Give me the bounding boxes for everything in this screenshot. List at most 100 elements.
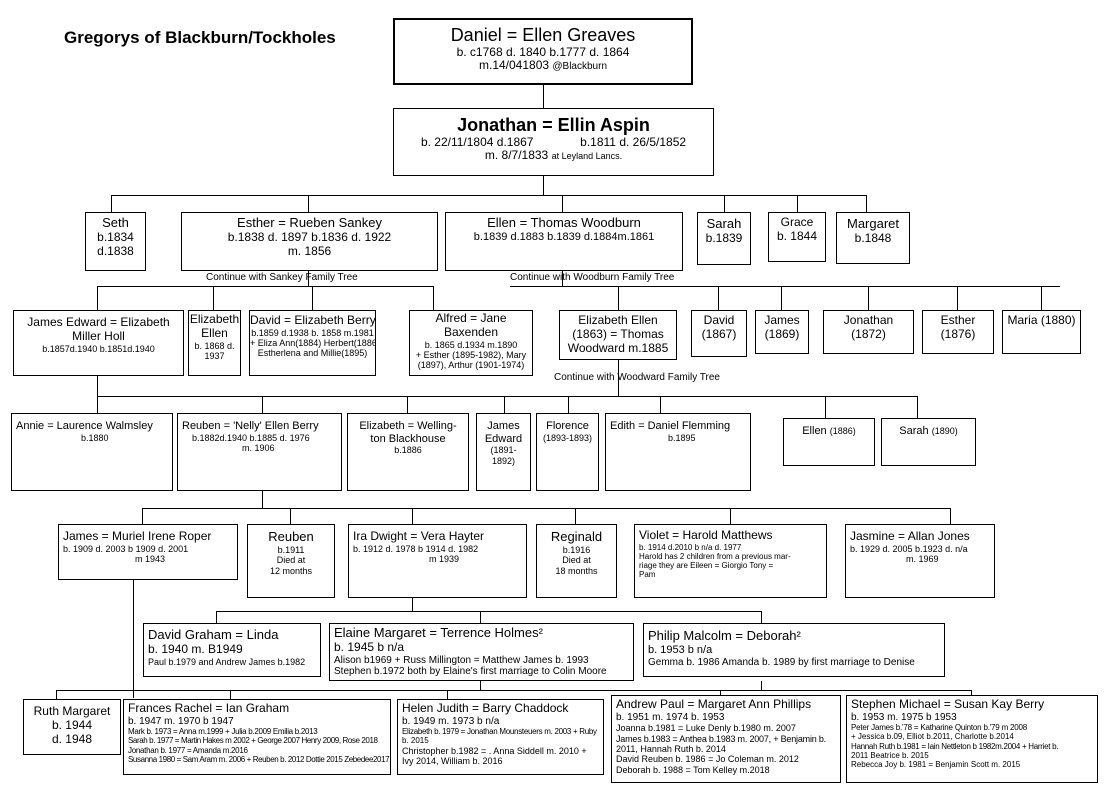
person-reginald: Reginald b.1916 Died at 18 months [536,524,617,598]
dates: b. 1868 d. [194,340,235,351]
name: (1863) = Thomas [572,326,664,341]
dates: b.1859 d.1938 b. 1858 m.1981 [251,327,374,338]
name: Ellen (1886) [802,425,856,437]
couple-name: Helen Judith = Barry Chaddock [402,701,569,715]
name: Sarah (1890) [899,425,958,437]
person-seth: Seth b.1834 d.1838 [85,212,146,271]
person-margaret: Margaret b.1848 [836,212,910,264]
dates: b. 1951 m. 1974 b. 1953 [616,711,725,723]
dates: (1876) [940,326,976,341]
person-maria-woodburn: Maria (1880) [1002,310,1081,354]
name: Jonathan [843,313,894,327]
children: Jonathan b. 1977 = Amanda m.2016 [128,745,248,755]
couple-name: Edith = Daniel Flemming [610,420,731,432]
couple-name: Frances Rachel = Ian Graham [128,701,290,715]
page-title: Gregorys of Blackburn/Tockholes [64,28,336,47]
children: Sarah b. 1977 = Martin Hakes m 2002 + Ge… [128,736,378,746]
name: Ellen [201,325,228,340]
dates: (1867) [701,326,737,341]
marriage: m 1943 [135,554,166,565]
dates: b. 1953 m. 1975 b 1953 [851,711,957,723]
person-james-woodburn: James (1869) [755,310,809,354]
dates: b.1886 [394,445,422,456]
dates: b. 1953 b n/a [648,643,713,656]
dates: b.1839 [705,230,743,245]
person-ruth-margaret: Ruth Margaret b. 1944 d. 1948 [23,699,121,755]
dates: b. 1944 [51,717,93,732]
person-edith: Edith = Daniel Flemming b.1895 [605,413,751,491]
children: 2011 Beatrice b. 2015 [851,750,929,760]
person-reuben: Reuben = 'Nelly' Ellen Berry b.1882d.194… [177,413,342,491]
children: Gemma b. 1986 Amanda b. 1989 by first ma… [648,656,915,668]
name: Elizabeth [189,312,240,326]
children: Hannah Ruth b.1981 = Iain Nettleton b 19… [851,741,1059,751]
dates: (1891- [490,445,517,456]
dates: b.1839 d.1883 b.1839 d.1884m.1861 [473,230,655,243]
person-frances-rachel: Frances Rachel = Ian Graham b. 1947 m. 1… [123,699,391,775]
dates: b. 1909 d. 2003 b 1909 d. 2001 [63,543,189,554]
name: Edward [484,432,523,445]
name: Woodward m.1885 [567,340,669,355]
person-david-graham: David Graham = Linda b. 1940 m. B1949 Pa… [143,623,321,677]
dates: b. 1945 b n/a [334,639,405,654]
dates: b. 1844 [776,228,818,243]
dates: b. 22/11/1804 d.1867 b.1811 d. 26/5/1852 [420,134,687,149]
name: Esther [940,313,976,327]
name: Reginald [550,529,603,544]
person-grace: Grace b. 1844 [768,212,826,262]
couple-name: Jonathan = Ellin Aspin [457,115,650,135]
name: Florence [546,420,589,432]
person-elizabeth-ellen-woodward: Elizabeth Ellen (1863) = Thomas Woodward… [559,310,677,360]
couple-name: Andrew Paul = Margaret Ann Phillips [616,697,812,711]
name: Ruth Margaret [33,704,111,718]
death-note: 18 months [555,565,598,576]
couple-name: Reuben = 'Nelly' Ellen Berry [182,420,319,432]
dates: (1893-1893) [542,432,593,443]
name: Reuben [268,529,314,544]
couple-name: David Graham = Linda [148,627,279,642]
dates: b. c1768 d. 1840 b.1777 d. 1864 [456,44,630,59]
couple-name: Jasmine = Allan Jones [850,529,970,543]
dates: d.1838 [97,243,134,258]
person-sarah-woodward: Sarah (1890) [881,418,976,466]
couple-name: Alfred = Jane [435,311,507,325]
person-reuben-infant: Reuben b.1911 Died at 12 months [247,524,335,598]
person-esther: Esther = Rueben Sankey b.1838 d. 1897 b.… [181,212,438,271]
note: riage they are Eileen = Giorgio Tony = [639,561,774,571]
dates: b. 1947 m. 1970 b 1947 [128,715,234,727]
couple-name: Baxenden [443,324,499,339]
couple-name: Miller Holl [72,328,125,343]
dates: b. 1949 m. 1973 b n/a [402,715,500,727]
person-elizabeth-ellen: Elizabeth Ellen b. 1868 d. 1937 [188,310,241,376]
marriage: m. 1856 [287,243,332,258]
children: + Esther (1895-1982), Mary [415,349,527,360]
person-daniel-gregory: Daniel = Ellen Greaves b. c1768 d. 1840 … [393,18,693,85]
dates: (1872) [851,326,886,341]
couple-name: Elizabeth = Welling- [359,420,457,432]
marriage: m. 8/7/1833 at Leyland Lancs. [484,148,623,163]
dates: b. 1912 d. 1978 b 1914 d. 1982 [353,543,479,554]
dates: b.1895 [668,432,696,443]
person-florence: Florence (1893-1893) [536,413,599,491]
person-elizabeth-wellington: Elizabeth = Welling- ton Blackhouse b.18… [347,413,469,491]
name: James [764,313,800,327]
marriage: m.14/041803 @Blackburn [478,58,608,73]
death-note: 12 months [269,565,313,576]
couple-name: Esther = Rueben Sankey [237,215,382,230]
couple-name: David = Elizabeth Berry [250,313,376,327]
dates: b. 1940 m. B1949 [148,641,243,656]
couple-name: Violet = Harold Matthews [639,528,773,542]
person-esther-woodburn: Esther (1876) [922,310,994,354]
person-jasmine: Jasmine = Allan Jones b. 1929 d. 2005 b.… [845,524,995,598]
note-woodward: Continue with Woodward Family Tree [554,372,720,383]
couple-name: Stephen Michael = Susan Kay Berry [851,697,1045,711]
children: b. 2015 [402,736,429,746]
children: (1897), Arthur (1901-1974) [417,360,525,371]
person-jonathan-woodburn: Jonathan (1872) [823,310,914,354]
children: Christopher b.1982 = . Anna Siddell m. 2… [402,745,587,756]
dates: b. 1914 d.2010 b n/a d. 1977 [639,542,742,552]
marriage: m. 1969 [906,554,939,565]
children: Estherlena and Millie(1895) [257,348,368,359]
death-note: Died at [276,555,306,566]
person-stephen-michael: Stephen Michael = Susan Kay Berry b. 195… [846,695,1098,783]
